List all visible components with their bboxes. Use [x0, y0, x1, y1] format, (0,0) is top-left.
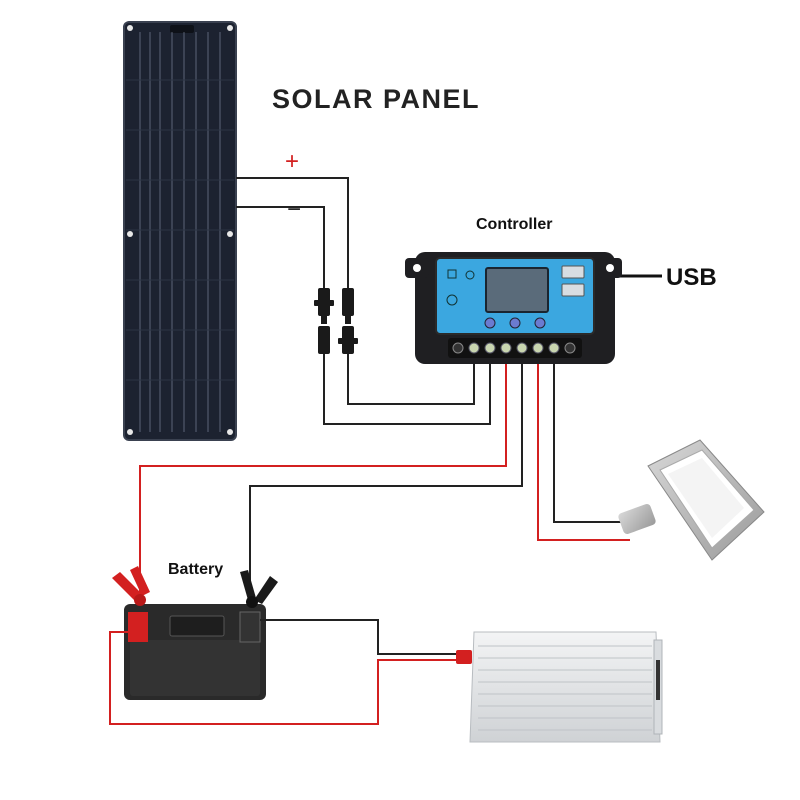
battery-clamp-negative	[240, 570, 278, 608]
solar-panel	[123, 21, 237, 441]
flood-lamp	[618, 439, 765, 561]
usb-label: USB	[666, 264, 717, 291]
mc4-connectors	[314, 288, 358, 354]
controller-label: Controller	[476, 216, 553, 233]
panel-wires	[236, 177, 491, 425]
negative-terminal-label: −	[287, 196, 302, 223]
battery-clamp-positive	[112, 566, 150, 606]
battery	[124, 604, 266, 700]
power-inverter	[456, 631, 663, 743]
diagram-title: SOLAR PANEL	[272, 84, 481, 114]
load-wires	[537, 356, 630, 541]
battery-wires	[139, 356, 523, 600]
battery-label: Battery	[168, 561, 224, 578]
positive-terminal-label: +	[285, 148, 300, 175]
charge-controller	[405, 252, 622, 364]
inverter-wires	[109, 619, 456, 725]
